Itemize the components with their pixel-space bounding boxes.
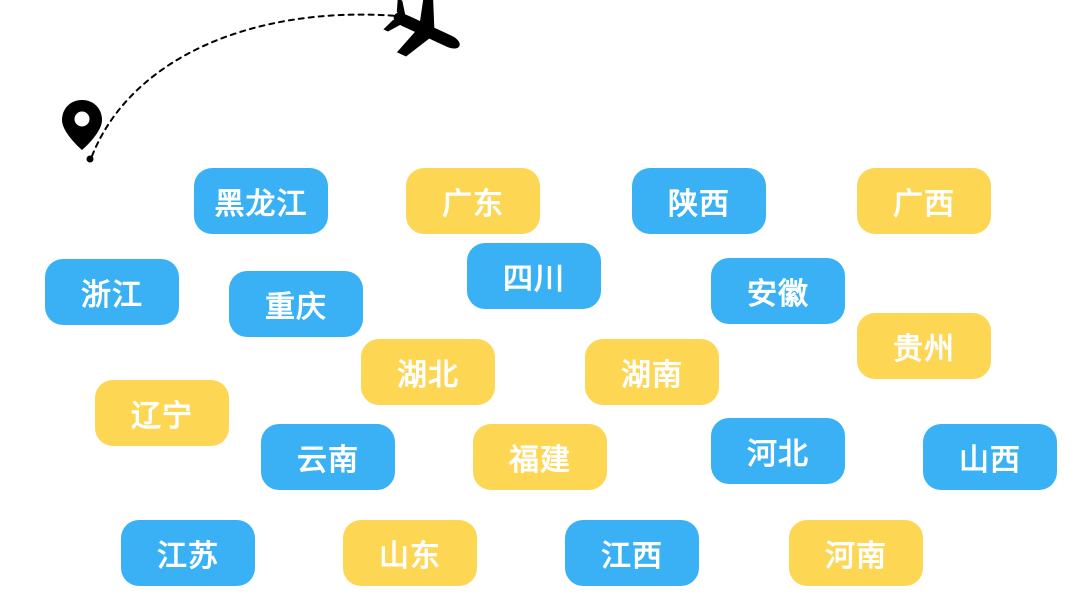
- province-tag-shandong[interactable]: 山东: [343, 520, 477, 586]
- map-pin-icon: [62, 100, 102, 150]
- province-tag-zhejiang[interactable]: 浙江: [45, 259, 179, 325]
- province-tag-hebei[interactable]: 河北: [711, 418, 845, 484]
- province-tag-yunnan[interactable]: 云南: [261, 424, 395, 490]
- province-tag-chongqing[interactable]: 重庆: [229, 271, 363, 337]
- province-tag-guangdong[interactable]: 广东: [406, 168, 540, 234]
- province-tag-fujian[interactable]: 福建: [473, 424, 607, 490]
- province-tag-jiangxi[interactable]: 江西: [565, 520, 699, 586]
- province-tag-anhui[interactable]: 安徽: [711, 258, 845, 324]
- dashed-route-line: [91, 13, 399, 157]
- province-tag-hubei[interactable]: 湖北: [361, 339, 495, 405]
- province-tag-hunan[interactable]: 湖南: [585, 339, 719, 405]
- province-tag-liaoning[interactable]: 辽宁: [95, 380, 229, 446]
- province-tag-shanxi[interactable]: 山西: [923, 424, 1057, 490]
- province-tag-guangxi[interactable]: 广西: [857, 168, 991, 234]
- province-tag-heilongjiang[interactable]: 黑龙江: [194, 168, 328, 234]
- province-tag-shaanxi[interactable]: 陕西: [632, 168, 766, 234]
- province-tag-guizhou[interactable]: 贵州: [857, 313, 991, 379]
- province-tag-henan[interactable]: 河南: [789, 520, 923, 586]
- province-tag-sichuan[interactable]: 四川: [467, 243, 601, 309]
- airplane-icon: [383, 0, 460, 57]
- route-origin-dot: [86, 155, 94, 163]
- province-tag-jiangsu[interactable]: 江苏: [121, 520, 255, 586]
